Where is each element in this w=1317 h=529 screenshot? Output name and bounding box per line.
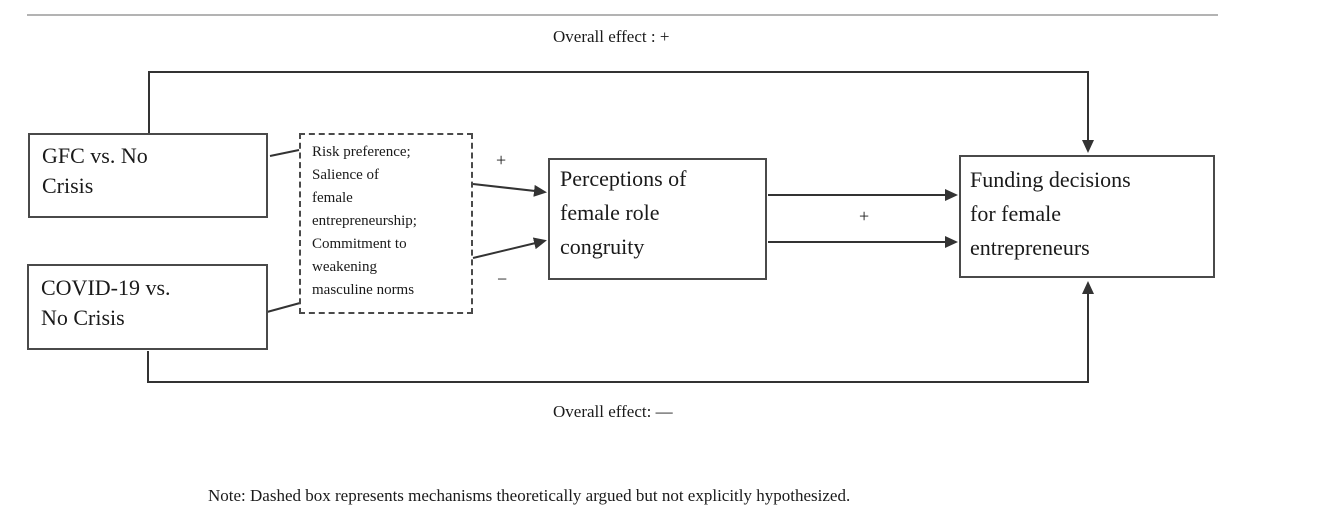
mechanisms-to-perceptions-arrow-positive [472, 183, 547, 197]
mediation-positive-sign: + [496, 150, 507, 170]
figure-top-border [27, 14, 1218, 16]
gfc-overall-effect-arrow [148, 71, 1094, 153]
covid-to-mechanisms-line [266, 302, 301, 313]
overall-effect-negative-label: Overall effect: — [553, 402, 673, 421]
figure-note: Note: Dashed box represents mechanisms t… [208, 486, 851, 505]
covid-overall-effect-arrow [147, 281, 1094, 383]
covid-box: COVID-19 vs.No Crisis [27, 264, 268, 350]
gfc-to-mechanisms-line [269, 149, 300, 157]
direct-effect-positive-sign: + [859, 206, 870, 226]
overall-effect-positive-label: Overall effect : + [553, 27, 670, 46]
mediation-negative-sign: − [497, 269, 508, 289]
mechanisms-to-perceptions-arrow-negative [472, 237, 547, 259]
